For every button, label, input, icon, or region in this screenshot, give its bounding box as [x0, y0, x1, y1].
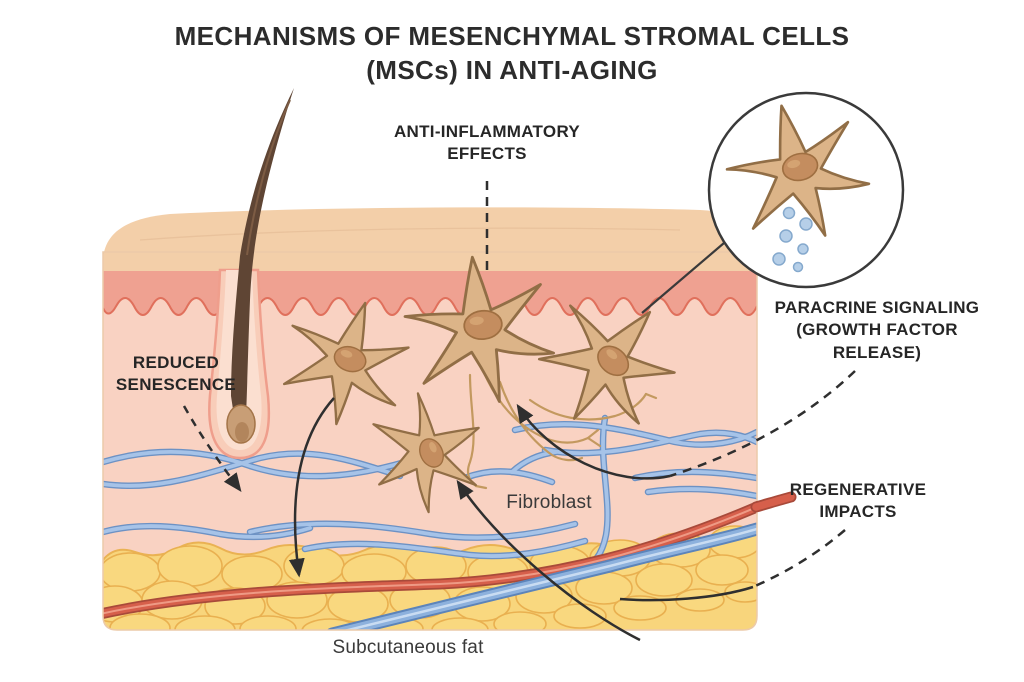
msc-to-fat-arrow — [288, 397, 335, 578]
paracrine-pointer-dashed — [669, 370, 856, 478]
skin-top-face — [103, 207, 757, 271]
hair-shaft — [231, 88, 294, 416]
callout-regenerative-impacts: REGENERATIVE IMPACTS — [789, 480, 927, 522]
regenerative-pointer-dashed — [752, 529, 846, 589]
hair-highlight — [246, 99, 291, 256]
vein-blue — [325, 522, 757, 630]
callout-reduced-senescence: REDUCED SENESCENCE — [115, 353, 237, 395]
paracrine-inset — [641, 88, 905, 314]
callout-anti-inflammatory-effects: ANTI-INFLAMMATORY EFFECTS — [393, 122, 581, 164]
hair-follicle — [208, 88, 294, 460]
artery-red — [103, 501, 757, 620]
artery-stub — [750, 491, 797, 513]
regenerative-pointer-solid — [619, 585, 754, 602]
skin-top-contour — [139, 227, 681, 241]
diagram-title: MECHANISMS OF MESENCHYMAL STROMAL CELLS … — [174, 21, 850, 85]
skin-block-outline — [102, 251, 758, 631]
inset-connector-line — [641, 242, 725, 314]
annotation-lines — [182, 181, 856, 642]
paracrine-pointer-arrow — [516, 403, 671, 480]
callout-paracrine-signaling: PARACRINE SIGNALING (GROWTH FACTOR RELEA… — [774, 298, 980, 362]
label-fibroblast: Fibroblast — [506, 492, 592, 513]
fat-to-fibroblast-arrow — [456, 479, 641, 642]
secreted-factor-dots — [772, 206, 813, 273]
label-subcutaneous-fat: Subcutaneous fat — [332, 637, 484, 658]
reduced-senescence-arrow — [182, 405, 242, 493]
dermal-papilla — [235, 422, 249, 442]
